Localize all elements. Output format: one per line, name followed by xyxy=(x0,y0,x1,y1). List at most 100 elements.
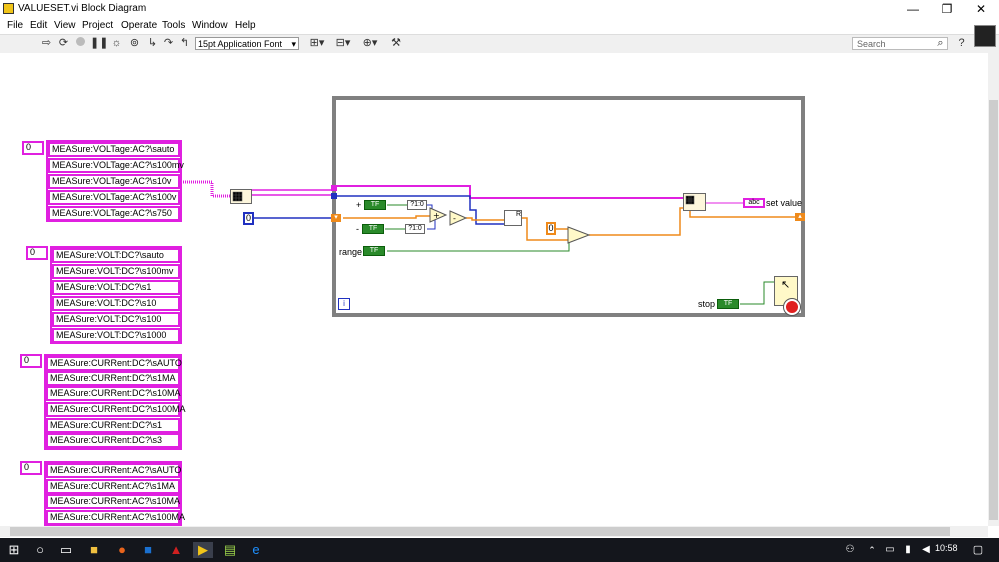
windows-start-icon[interactable]: ⊞ xyxy=(8,542,20,557)
array-element[interactable]: MEASure:CURRent:AC?\sAUTO xyxy=(46,463,181,478)
array-element[interactable]: MEASure:VOLTage:AC?\sauto xyxy=(48,142,180,157)
select-node[interactable] xyxy=(567,226,591,244)
plus-bool-terminal[interactable]: TF xyxy=(364,200,386,210)
array-element[interactable]: MEASure:CURRent:AC?\s1MA xyxy=(46,479,180,494)
run-continuous-icon[interactable]: ⟳ xyxy=(58,37,69,49)
firefox-icon[interactable]: ● xyxy=(118,542,126,557)
numeric-constant[interactable]: 0 xyxy=(243,212,254,225)
array-element[interactable]: MEASure:VOLTage:AC?\s100v xyxy=(48,190,180,205)
array-element[interactable]: MEASure:VOLT:DC?\s1 xyxy=(52,280,180,295)
array-element[interactable]: MEASure:CURRent:DC?\s3 xyxy=(46,433,180,448)
vi-icon-pane[interactable] xyxy=(974,25,996,47)
array-element[interactable]: MEASure:VOLT:DC?\s100mv xyxy=(52,264,180,279)
array-element[interactable]: MEASure:CURRent:AC?\s100MA xyxy=(46,510,185,525)
orange-wire-3 xyxy=(521,217,568,241)
file-explorer-icon[interactable]: ■ xyxy=(90,542,98,557)
minus-bool-terminal[interactable]: TF xyxy=(362,224,384,234)
search-icon[interactable]: ○ xyxy=(36,542,44,557)
help-icon[interactable]: ? xyxy=(958,37,965,49)
distribute-icon[interactable]: ⊟▾ xyxy=(335,37,351,49)
network-icon[interactable]: ▭ xyxy=(885,544,895,555)
align-icon[interactable]: ⊞▾ xyxy=(309,37,325,49)
task-view-icon[interactable]: ▭ xyxy=(59,542,73,557)
shift-register-right: ▴ xyxy=(795,213,805,221)
index-array-inner-node[interactable] xyxy=(683,193,706,211)
add-glyph: + xyxy=(433,211,440,220)
array-index[interactable]: 0 xyxy=(26,246,48,260)
array-element[interactable]: MEASure:VOLT:DC?\s10 xyxy=(52,296,180,311)
title-bar: VALUESET.vi Block Diagram — ❐ ✕ xyxy=(0,0,999,18)
loop-condition-stop-icon[interactable] xyxy=(784,299,800,315)
bool-to-01-node[interactable]: ?1:0 xyxy=(405,224,425,234)
array-element[interactable]: MEASure:CURRent:DC?\s10MA xyxy=(46,386,181,401)
while-loop[interactable] xyxy=(332,96,805,317)
array-element[interactable]: MEASure:CURRent:AC?\s10MA xyxy=(46,494,180,509)
record-label: R xyxy=(515,211,521,218)
battery-icon[interactable]: ▮ xyxy=(905,544,911,555)
chevron-up-icon[interactable]: ⌃ xyxy=(868,545,876,555)
stop-bool-terminal[interactable]: TF xyxy=(717,299,739,309)
clock[interactable]: 10:58 xyxy=(935,543,958,553)
menu-window[interactable]: Window xyxy=(192,20,228,31)
array-element[interactable]: MEASure:CURRent:DC?\s1 xyxy=(46,418,180,433)
in-range-coerce-node[interactable]: R xyxy=(504,210,522,226)
search-icon[interactable]: ⌕ xyxy=(937,37,944,49)
bool-to-01-node[interactable]: ?1:0 xyxy=(407,200,427,210)
close-button[interactable]: ✕ xyxy=(975,2,987,16)
array-element[interactable]: MEASure:VOLTage:AC?\s750 xyxy=(48,206,180,221)
minimize-button[interactable]: — xyxy=(907,2,919,16)
index-array-node[interactable] xyxy=(230,189,252,204)
array-index[interactable]: 0 xyxy=(20,461,42,475)
cleanup-icon[interactable]: ⚒ xyxy=(391,37,401,49)
retain-wire-icon[interactable]: ⊚ xyxy=(129,37,140,49)
notifications-icon[interactable]: ▢ xyxy=(972,544,984,556)
people-icon[interactable]: ⚇ xyxy=(845,544,855,555)
edge-icon[interactable]: e xyxy=(252,542,260,557)
shift-register-left: ▾ xyxy=(331,214,341,222)
array-element[interactable]: MEASure:VOLTage:AC?\s100mv xyxy=(48,158,184,173)
step-out-icon[interactable]: ↰ xyxy=(179,37,190,49)
outlook-icon[interactable]: ■ xyxy=(144,542,152,557)
subtract-glyph: - xyxy=(453,214,456,223)
highlight-bulb-icon[interactable]: ☼ xyxy=(111,37,122,49)
range-bool-terminal[interactable]: TF xyxy=(363,246,385,256)
notepad-icon[interactable]: ▤ xyxy=(223,542,237,557)
font-select[interactable]: 15pt Application Font▾ xyxy=(195,37,299,50)
menu-tools[interactable]: Tools xyxy=(162,20,186,31)
select-icon xyxy=(567,226,591,244)
step-over-icon[interactable]: ↷ xyxy=(163,37,174,49)
array-index[interactable]: 0 xyxy=(22,141,44,155)
abort-icon[interactable] xyxy=(74,37,87,50)
array-index[interactable]: 0 xyxy=(20,354,42,368)
run-arrow-icon[interactable]: ⇨ xyxy=(41,37,52,49)
array-element[interactable]: MEASure:VOLT:DC?\s1000 xyxy=(52,328,180,343)
menu-operate[interactable]: Operate xyxy=(121,20,158,31)
tunnel xyxy=(331,193,337,199)
bool-wire-range xyxy=(387,243,570,252)
array-element[interactable]: MEASure:CURRent:DC?\s1MA xyxy=(46,371,180,386)
array-element[interactable]: MEASure:CURRent:DC?\s100MA xyxy=(46,402,186,417)
orange-wire-1 xyxy=(343,215,430,219)
array-element[interactable]: MEASure:VOLT:DC?\s100 xyxy=(52,312,180,327)
acrobat-icon[interactable]: ▲ xyxy=(169,542,183,557)
horizontal-scroll-thumb[interactable] xyxy=(10,527,950,536)
labview-icon[interactable]: ▶ xyxy=(193,542,213,558)
array-element[interactable]: MEASure:VOLT:DC?\sauto xyxy=(52,248,180,263)
menu-help[interactable]: Help xyxy=(235,20,256,31)
bool-wire-stop xyxy=(740,281,774,305)
reorder-icon[interactable]: ⊕▾ xyxy=(362,37,378,49)
vertical-scroll-thumb[interactable] xyxy=(989,100,998,520)
menu-file[interactable]: File xyxy=(7,20,24,31)
search-input[interactable]: Search xyxy=(852,37,948,50)
compare-constant[interactable]: 0 xyxy=(546,222,556,235)
restore-button[interactable]: ❐ xyxy=(941,2,953,16)
volume-icon[interactable]: ◀ xyxy=(922,544,930,555)
set-value-indicator[interactable]: abc xyxy=(743,198,765,208)
menu-edit[interactable]: Edit xyxy=(30,20,48,31)
array-element[interactable]: MEASure:VOLTage:AC?\s10v xyxy=(48,174,180,189)
array-element[interactable]: MEASure:CURRent:DC?\sAUTO xyxy=(46,356,182,371)
menu-view[interactable]: View xyxy=(54,20,76,31)
numeric-wire-in-loop xyxy=(333,195,504,225)
menu-project[interactable]: Project xyxy=(82,20,114,31)
step-into-icon[interactable]: ↳ xyxy=(147,37,158,49)
